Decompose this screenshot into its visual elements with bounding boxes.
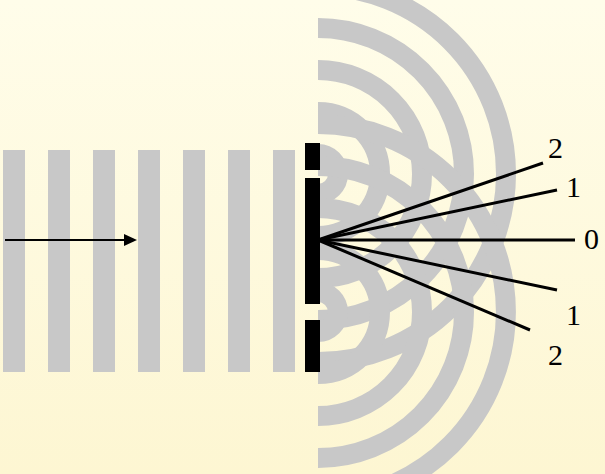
- order-number: 1: [566, 300, 581, 330]
- order-lines: [318, 163, 575, 330]
- order-number: 1: [566, 172, 581, 202]
- order-number: 2: [548, 340, 563, 370]
- order-number: 0: [584, 224, 599, 254]
- order-number: 2: [548, 133, 563, 163]
- plane-wavefronts: [3, 150, 295, 372]
- circular-wavefronts: [318, 0, 506, 474]
- incident-arrow: [5, 234, 137, 246]
- barrier: [305, 143, 320, 372]
